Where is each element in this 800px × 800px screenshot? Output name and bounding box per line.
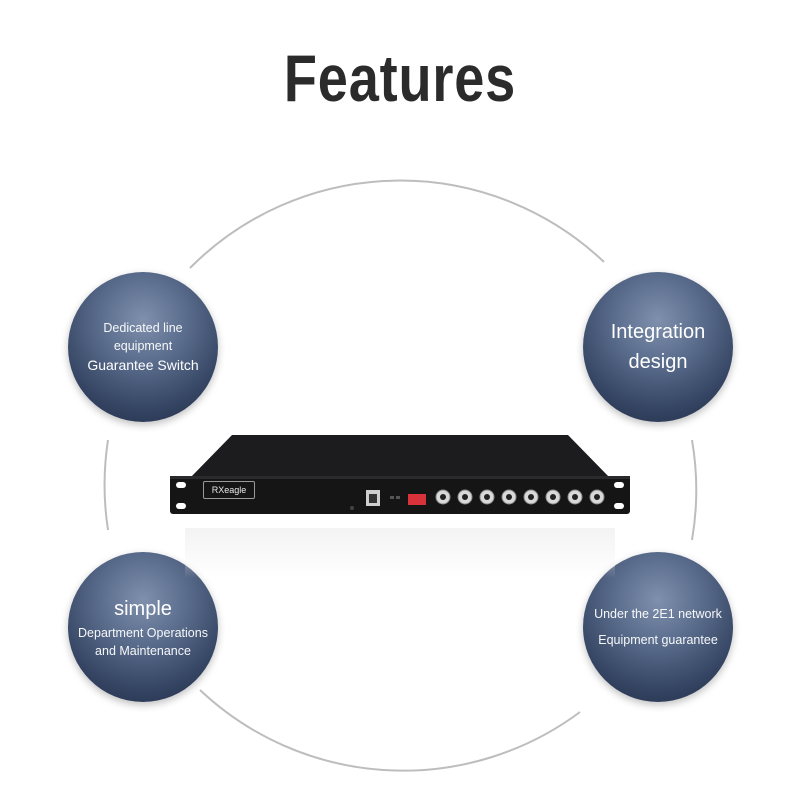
feature-text: simple	[114, 598, 172, 620]
feature-text: equipment	[113, 339, 173, 353]
feature-text: Dedicated line	[103, 321, 183, 335]
feature-dedicated-line: Dedicated line equipment Guarantee Switc…	[68, 272, 218, 422]
feature-text: Equipment guarantee	[598, 633, 718, 647]
feature-text: and Maintenance	[95, 644, 191, 658]
device-brand-logo: RXeagle	[203, 481, 255, 499]
device-reflection	[185, 528, 615, 578]
feature-integration-design: Integration design	[583, 272, 733, 422]
feature-text: Integration	[610, 321, 706, 343]
feature-text: Under the 2E1 network	[594, 607, 722, 621]
rack-device-image: RXeagle	[170, 430, 630, 580]
page-title: Features	[283, 41, 517, 115]
rack-device-icon	[170, 435, 630, 514]
feature-text: Department Operations	[78, 626, 208, 640]
feature-text: Guarantee Switch	[87, 357, 199, 373]
feature-simple-maintenance: simple Department Operations and Mainten…	[68, 552, 218, 702]
feature-text: design	[628, 351, 688, 373]
feature-2e1-network: Under the 2E1 network Equipment guarante…	[583, 552, 733, 702]
